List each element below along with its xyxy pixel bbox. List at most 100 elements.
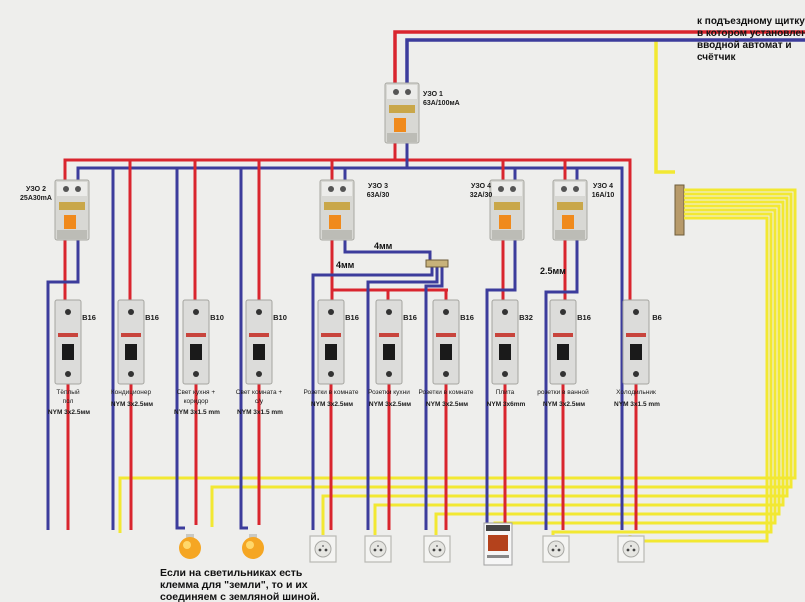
breaker-rating: B6 xyxy=(652,313,662,322)
breaker-body xyxy=(317,299,345,385)
terminal-screw-icon xyxy=(256,309,262,315)
socket-icon xyxy=(364,535,392,563)
rcd-toggle-handle xyxy=(329,215,341,229)
breaker-cable: NYM 3x2.5мм xyxy=(369,401,411,408)
top-note-line: счётчик xyxy=(697,52,737,63)
breaker-body xyxy=(245,299,273,385)
lamp-highlight xyxy=(183,541,191,549)
top-note-line: в котором установлен xyxy=(697,28,805,39)
breaker-cable: NYM 3x6mm xyxy=(487,401,526,408)
rcd-rating-label: 32А/30 xyxy=(470,192,493,199)
terminal-screw-icon xyxy=(386,371,392,377)
rcd-rating-label: 25А30mA xyxy=(20,195,52,202)
terminal-screw-icon xyxy=(193,309,199,315)
socket-hole xyxy=(551,548,555,552)
terminal-screw-icon xyxy=(393,89,399,95)
terminal-screw-icon xyxy=(328,371,334,377)
terminal-screw-icon xyxy=(328,186,334,192)
top-note-line: вводной автомат и xyxy=(697,40,792,51)
socket-ground-pin xyxy=(377,545,379,547)
socket-icon xyxy=(617,535,645,563)
breaker-cable: NYM 3x1.5 mm xyxy=(237,409,283,416)
terminal-screw-icon xyxy=(328,309,334,315)
rcd-toggle-handle xyxy=(64,215,76,229)
breaker-body xyxy=(549,299,577,385)
rcd-name-label: УЗО 4 xyxy=(471,183,491,190)
breaker-body xyxy=(54,299,82,385)
terminal-screw-icon xyxy=(75,186,81,192)
rcd-terminals xyxy=(57,182,87,196)
breaker-rating: B16 xyxy=(345,313,359,322)
breaker-label: пол xyxy=(63,398,74,405)
socket-hole xyxy=(438,548,442,552)
breaker-toggle xyxy=(499,344,511,360)
rcd-terminals xyxy=(555,182,585,196)
breaker-cable: NYM 3x1.5 mm xyxy=(174,409,220,416)
breaker-red-stripe xyxy=(626,333,646,337)
rcd-uzo4b xyxy=(552,179,588,241)
rcd-rating-label: 16А/10 xyxy=(592,192,615,199)
breaker-rating: B16 xyxy=(145,313,159,322)
ground-wire xyxy=(321,196,789,535)
breaker-label: Розетки кухни xyxy=(368,389,410,396)
breaker-cable: NYM 3x2.5мм xyxy=(48,409,90,416)
terminal-screw-icon xyxy=(65,309,71,315)
terminal-screw-icon xyxy=(498,186,504,192)
breaker-body xyxy=(432,299,460,385)
breaker-toggle xyxy=(440,344,452,360)
stove-oven-window xyxy=(488,535,508,551)
terminal-screw-icon xyxy=(560,371,566,377)
breaker-toggle xyxy=(557,344,569,360)
breaker-label: Розетки в комнате xyxy=(304,389,359,396)
breaker-label: коридор xyxy=(184,398,209,405)
breaker-body xyxy=(182,299,210,385)
rcd-bottom-terminals xyxy=(322,230,352,239)
socket-icon xyxy=(542,535,570,563)
breaker-red-stripe xyxy=(321,333,341,337)
breaker-red-stripe xyxy=(379,333,399,337)
breaker-red-stripe xyxy=(553,333,573,337)
stove-hob xyxy=(486,525,510,531)
terminal-screw-icon xyxy=(386,309,392,315)
breaker-rating: B10 xyxy=(210,313,224,322)
socket-hole xyxy=(626,548,630,552)
ground-bus-bar xyxy=(674,184,685,236)
socket-face xyxy=(428,540,446,558)
rcd-terminals xyxy=(387,85,417,99)
phase-bus xyxy=(395,158,632,300)
breaker-label: Холодильник xyxy=(616,389,656,396)
breaker-red-stripe xyxy=(186,333,206,337)
neutral-wire xyxy=(485,240,517,528)
socket-frame xyxy=(423,535,451,563)
rcd-uzo4a xyxy=(489,179,525,241)
terminal-screw-icon xyxy=(128,371,134,377)
terminal-screw-icon xyxy=(510,186,516,192)
neutral-wire xyxy=(311,267,434,530)
rcd-terminals xyxy=(322,182,352,196)
terminal-screw-icon xyxy=(443,371,449,377)
breaker-cable: NYM 3x2.5мм xyxy=(111,401,153,408)
terminal-screw-icon xyxy=(560,309,566,315)
bottom-note-line: соединяем с земляной шиной. xyxy=(160,591,320,602)
rcd-toggle-handle xyxy=(394,118,406,132)
supply-phase-wire xyxy=(393,30,805,85)
neutral-wire xyxy=(175,168,185,530)
breaker-toggle xyxy=(62,344,74,360)
breaker-body xyxy=(491,299,519,385)
terminal-screw-icon xyxy=(128,309,134,315)
bottom-note-line: клемма для "земли", то и их xyxy=(160,579,308,591)
rcd-uzo3 xyxy=(319,179,355,241)
loads xyxy=(179,522,645,566)
neutral-bus-bar xyxy=(425,259,449,268)
rcd-uzo2 xyxy=(54,179,90,241)
rcd-name-label: УЗО 2 xyxy=(26,186,46,193)
socket-icon xyxy=(309,535,337,563)
wire-note-uzo4b-phase: 2.5мм xyxy=(540,266,566,276)
ground-wire xyxy=(373,200,785,535)
terminal-screw-icon xyxy=(405,89,411,95)
